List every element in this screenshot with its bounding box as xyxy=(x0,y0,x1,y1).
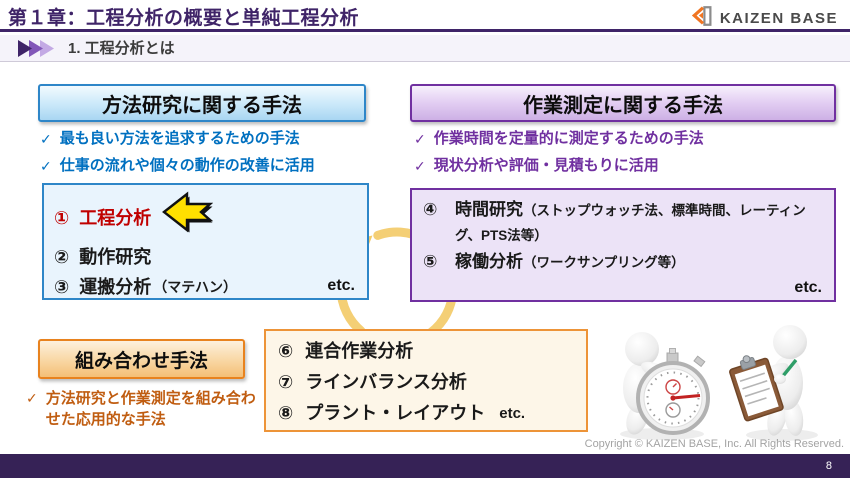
check-text: 方法研究と作業測定を組み合わせた応用的な手法 xyxy=(45,390,256,428)
check-item: ✓ 作業時間を定量的に測定するための手法 xyxy=(414,129,704,149)
method-study-list-box: ① 工程分析 ② 動作研究 ③ 運搬分析 （マテハン） etc. xyxy=(42,183,369,300)
combination-list-box: ⑥ 連合作業分析 ⑦ ラインバランス分析 ⑧ プラント・レイアウト etc. xyxy=(264,329,588,432)
check-item: ✓ 方法研究と作業測定を組み合わせた応用的な手法 xyxy=(26,388,264,430)
list-item: ⑥ 連合作業分析 xyxy=(278,336,574,367)
item-text: 連合作業分析 xyxy=(305,341,414,361)
item-text: ラインバランス分析 xyxy=(305,372,467,392)
stopwatch-figure-illustration xyxy=(606,324,721,447)
list-item: ⑧ プラント・レイアウト etc. xyxy=(278,398,574,429)
check-item: ✓ 仕事の流れや個々の動作の改善に活用 xyxy=(40,156,315,176)
footer-bar: 8 xyxy=(0,454,850,478)
item-note: （ワークサンプリング等） xyxy=(523,255,685,270)
list-item: ⑦ ラインバランス分析 xyxy=(278,367,574,398)
combination-title: 組み合わせ手法 xyxy=(74,350,208,372)
work-measurement-checklist: ✓ 作業時間を定量的に測定するための手法 ✓ 現状分析や評価・見積もりに活用 xyxy=(414,129,704,176)
item-number: ④ xyxy=(423,200,438,219)
check-item: ✓ 現状分析や評価・見積もりに活用 xyxy=(414,156,704,176)
check-text: 作業時間を定量的に測定するための手法 xyxy=(433,130,704,147)
section-title: 1. 工程分析とは xyxy=(68,40,175,57)
page-title: 第１章：工程分析の概要と単純工程分析 xyxy=(8,8,360,29)
work-measurement-title-box: 作業測定に関する手法 xyxy=(410,84,836,122)
item-number: ③ xyxy=(54,277,70,297)
item-text-highlight: 工程分析 xyxy=(79,207,152,228)
item-number: ② xyxy=(54,247,70,267)
check-item: ✓ 最も良い方法を追求するための手法 xyxy=(40,129,315,149)
kaizen-base-logo-icon xyxy=(691,4,715,33)
work-measurement-title: 作業測定に関する手法 xyxy=(523,94,723,117)
triple-arrow-icon xyxy=(18,40,60,62)
check-icon: ✓ xyxy=(414,158,426,174)
etc-label: etc. xyxy=(327,277,355,294)
check-text: 現状分析や評価・見積もりに活用 xyxy=(433,157,659,174)
item-number: ① xyxy=(54,207,70,228)
page-number: 8 xyxy=(825,460,832,472)
item-number: ⑦ xyxy=(278,372,294,392)
etc-label: etc. xyxy=(499,405,526,422)
check-icon: ✓ xyxy=(26,390,38,406)
item-note: （マテハン） xyxy=(153,279,237,295)
check-icon: ✓ xyxy=(414,131,426,147)
item-number: ⑤ xyxy=(423,252,438,271)
copyright-text: Copyright © KAIZEN BASE, Inc. All Rights… xyxy=(584,438,844,450)
check-icon: ✓ xyxy=(40,158,52,174)
method-study-title: 方法研究に関する手法 xyxy=(102,94,302,117)
method-study-title-box: 方法研究に関する手法 xyxy=(38,84,366,122)
yellow-arrow-icon xyxy=(161,191,214,242)
list-item: ② 動作研究 xyxy=(54,242,357,272)
list-item: ③ 運搬分析 （マテハン） xyxy=(54,272,357,302)
list-item: ⑤ 稼働分析（ワークサンプリング等） xyxy=(422,250,824,275)
item-text: プラント・レイアウト xyxy=(305,403,486,423)
slide-header: 第１章：工程分析の概要と単純工程分析 KAIZEN BASE xyxy=(0,0,850,32)
item-text: 動作研究 xyxy=(79,247,152,267)
work-measurement-list-box: ④ 時間研究（ストップウォッチ法、標準時間、レーティング、PTS法等） ⑤ 稼働分析… xyxy=(410,188,836,302)
combination-title-box: 組み合わせ手法 xyxy=(38,339,245,379)
item-text: 運搬分析 xyxy=(79,277,152,297)
clipboard-figure-illustration xyxy=(728,318,836,447)
check-text: 最も良い方法を追求するための手法 xyxy=(59,130,300,147)
item-text: 時間研究 xyxy=(455,200,523,219)
etc-label: etc. xyxy=(794,279,822,296)
kaizen-base-logo-text: KAIZEN BASE xyxy=(719,10,838,27)
method-study-checklist: ✓ 最も良い方法を追求するための手法 ✓ 仕事の流れや個々の動作の改善に活用 xyxy=(40,129,315,176)
combination-checklist: ✓ 方法研究と作業測定を組み合わせた応用的な手法 xyxy=(26,388,264,430)
item-text: 稼働分析 xyxy=(455,252,523,271)
list-item: ① 工程分析 xyxy=(54,191,357,242)
item-number: ⑥ xyxy=(278,341,294,361)
check-icon: ✓ xyxy=(40,131,52,147)
item-number: ⑧ xyxy=(278,403,294,423)
check-text: 仕事の流れや個々の動作の改善に活用 xyxy=(59,157,315,174)
section-bar: 1. 工程分析とは xyxy=(0,35,850,62)
kaizen-base-logo: KAIZEN BASE xyxy=(691,4,838,33)
list-item: ④ 時間研究（ストップウォッチ法、標準時間、レーティング、PTS法等） xyxy=(422,198,824,248)
item-note: （ストップウォッチ法、標準時間、レーティング、PTS法等） xyxy=(455,203,806,243)
